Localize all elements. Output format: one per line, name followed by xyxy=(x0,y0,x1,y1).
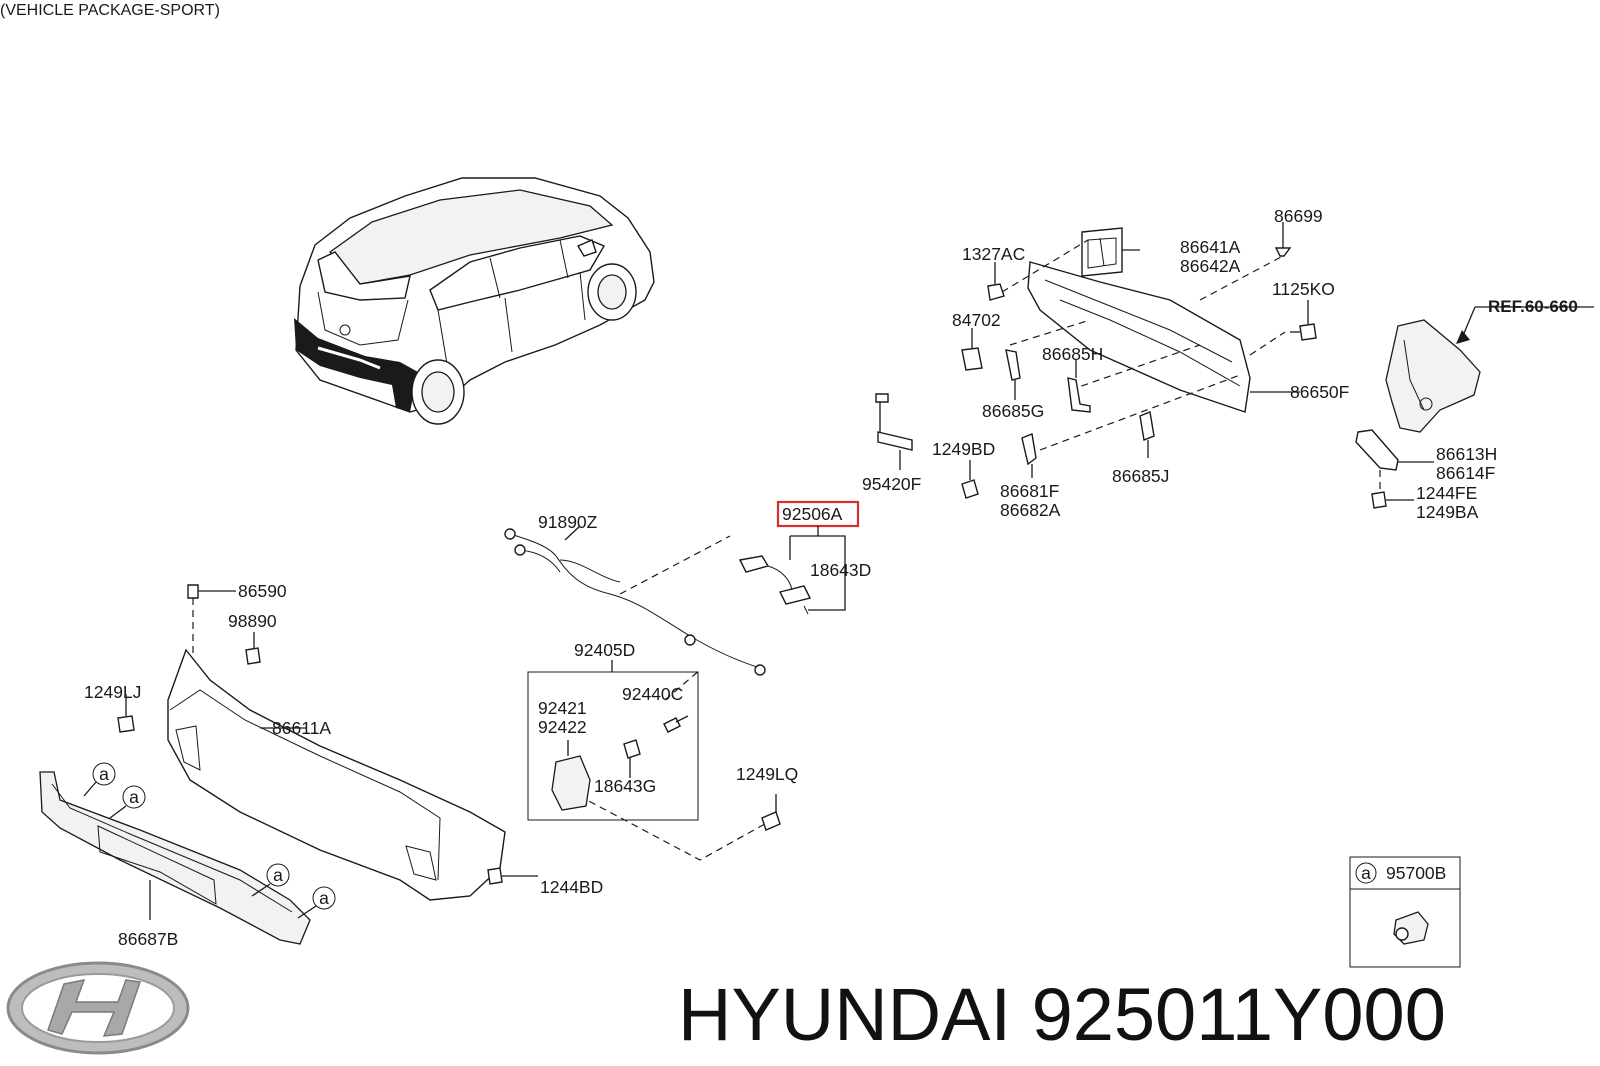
label-1244BD: 1244BD xyxy=(540,877,603,897)
label-1249LJ: 1249LJ xyxy=(84,682,141,702)
label-98890: 98890 xyxy=(228,611,277,631)
hyundai-logo-icon xyxy=(6,961,190,1055)
label-92421: 92421 xyxy=(538,698,587,718)
bumper-cover-assembly: a a a a xyxy=(39,584,538,945)
brand-part-number: HYUNDAI 925011Y000 xyxy=(678,973,1446,1056)
label-ref-60-660: REF.60-660 xyxy=(1488,297,1578,316)
label-86682A: 86682A xyxy=(1000,500,1061,520)
label-92506A: 92506A xyxy=(782,504,843,524)
label-92422: 92422 xyxy=(538,717,587,737)
label-91890Z: 91890Z xyxy=(538,512,598,532)
label-92440C: 92440C xyxy=(622,684,683,704)
label-86590: 86590 xyxy=(238,581,287,601)
label-86642A: 86642A xyxy=(1180,256,1241,276)
callout-a-4: a xyxy=(297,886,336,919)
svg-text:a: a xyxy=(99,764,109,784)
sensor-inset-box: a 95700B xyxy=(1349,856,1461,968)
side-bracket-assembly xyxy=(1355,306,1594,509)
label-18643G: 18643G xyxy=(594,776,656,796)
lamp-assembly-box xyxy=(527,671,699,821)
label-86641A: 86641A xyxy=(1180,237,1241,257)
label-84702: 84702 xyxy=(952,310,1001,330)
svg-text:a: a xyxy=(319,888,329,908)
label-18643D: 18643D xyxy=(810,560,871,580)
label-86681F: 86681F xyxy=(1000,481,1059,501)
bumper-beam-assembly xyxy=(875,222,1317,499)
label-1249BA: 1249BA xyxy=(1416,502,1479,522)
label-92405D: 92405D xyxy=(574,640,635,660)
label-1244FE: 1244FE xyxy=(1416,483,1477,503)
label-86687B: 86687B xyxy=(118,929,178,949)
callout-a-3: a xyxy=(251,863,290,897)
label-86685J: 86685J xyxy=(1112,466,1169,486)
part-labels: 86699 1327AC 86641A 86642A 1125KO 84702 … xyxy=(84,206,1578,949)
vehicle-illustration xyxy=(294,177,655,425)
callout-a-1: a xyxy=(83,762,116,797)
package-note: (VEHICLE PACKAGE-SPORT) xyxy=(0,2,220,19)
label-86685H: 86685H xyxy=(1042,344,1103,364)
sensor-wiring-assembly xyxy=(504,500,860,861)
label-1327AC: 1327AC xyxy=(962,244,1025,264)
svg-text:a: a xyxy=(129,787,139,807)
label-95700B: 95700B xyxy=(1386,863,1446,883)
label-1249BD: 1249BD xyxy=(932,439,995,459)
svg-text:a: a xyxy=(273,865,283,885)
inset-callout-a: a xyxy=(1361,863,1371,883)
label-86613H: 86613H xyxy=(1436,444,1497,464)
callout-a-2: a xyxy=(109,785,146,819)
label-1125KO: 1125KO xyxy=(1272,279,1335,299)
label-86650F: 86650F xyxy=(1290,382,1349,402)
label-86685G: 86685G xyxy=(982,401,1044,421)
label-86614F: 86614F xyxy=(1436,463,1495,483)
label-1249LQ: 1249LQ xyxy=(736,764,798,784)
label-95420F: 95420F xyxy=(862,474,921,494)
label-86699: 86699 xyxy=(1274,206,1323,226)
label-86611A: 86611A xyxy=(272,718,331,738)
